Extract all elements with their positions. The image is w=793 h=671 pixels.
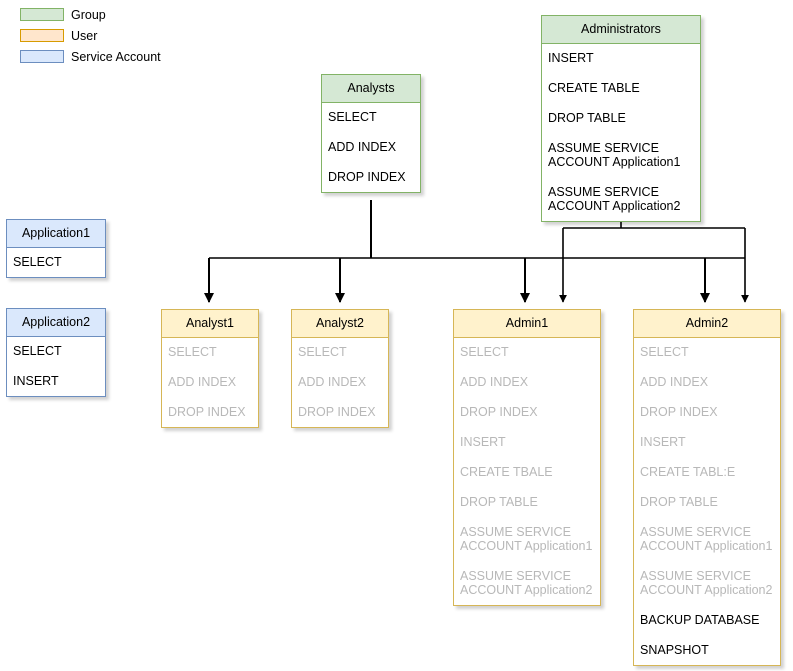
legend-label-service-account: Service Account	[71, 49, 161, 64]
permission-inherited: CREATE TBALE	[460, 465, 553, 479]
permission-direct: INSERT	[13, 374, 59, 388]
node-application1-title: Application1	[6, 219, 106, 248]
legend-label-group: Group	[71, 7, 106, 22]
permission-inherited: SELECT	[298, 345, 347, 359]
node-application1-permissions: SELECT	[6, 248, 106, 278]
permission-direct: SELECT	[13, 344, 62, 358]
permission-direct: SELECT	[13, 255, 62, 269]
permission-inherited: ASSUME SERVICE ACCOUNT Application1	[460, 525, 593, 553]
permission-direct: BACKUP DATABASE	[640, 613, 760, 627]
node-analyst1[interactable]: Analyst1 SELECT ADD INDEX DROP INDEX	[161, 309, 259, 428]
permission-direct: ASSUME SERVICE ACCOUNT Application1	[548, 141, 681, 169]
legend-swatch-group-icon	[20, 8, 64, 21]
permission-inherited: ASSUME SERVICE ACCOUNT Application2	[460, 569, 593, 597]
permission-direct: DROP INDEX	[328, 170, 406, 184]
node-admin2[interactable]: Admin2 SELECT ADD INDEX DROP INDEX INSERT CR…	[633, 309, 781, 666]
permission-inherited: INSERT	[640, 435, 686, 449]
permission-inherited: DROP TABLE	[640, 495, 718, 509]
node-admin1-permissions: SELECT ADD INDEX DROP INDEX INSERT CREATE TB…	[453, 338, 601, 606]
permission-direct: CREATE TABLE	[548, 81, 640, 95]
node-analyst2-permissions: SELECT ADD INDEX DROP INDEX	[291, 338, 389, 428]
legend-swatch-user-icon	[20, 29, 64, 42]
permission-inherited: SELECT	[460, 345, 509, 359]
node-analysts-permissions: SELECT ADD INDEX DROP INDEX	[321, 103, 421, 193]
permission-inherited: DROP INDEX	[168, 405, 246, 419]
permission-inherited: SELECT	[168, 345, 217, 359]
permission-direct: SNAPSHOT	[640, 643, 709, 657]
permission-inherited: INSERT	[460, 435, 506, 449]
legend: Group User Service Account	[20, 4, 220, 67]
legend-item-service-account: Service Account	[20, 46, 220, 67]
node-application2-title: Application2	[6, 308, 106, 337]
node-analysts[interactable]: Analysts SELECT ADD INDEX DROP INDEX	[321, 74, 421, 193]
node-analyst2-title: Analyst2	[291, 309, 389, 338]
node-application2-permissions: SELECT INSERT	[6, 337, 106, 397]
node-admin1-title: Admin1	[453, 309, 601, 338]
permission-direct: ASSUME SERVICE ACCOUNT Application2	[548, 185, 681, 213]
permission-inherited: ADD INDEX	[640, 375, 709, 389]
permission-inherited: ADD INDEX	[460, 375, 529, 389]
node-administrators-permissions: INSERT CREATE TABLE DROP TABLE ASSUME SERVI…	[541, 44, 701, 222]
permission-inherited: ADD INDEX	[168, 375, 237, 389]
legend-item-group: Group	[20, 4, 220, 25]
legend-item-user: User	[20, 25, 220, 46]
permission-inherited: ASSUME SERVICE ACCOUNT Application2	[640, 569, 773, 597]
permission-direct: SELECT	[328, 110, 377, 124]
permission-direct: DROP TABLE	[548, 111, 626, 125]
edge-group-administrators	[559, 222, 749, 303]
permission-inherited: ASSUME SERVICE ACCOUNT Application1	[640, 525, 773, 553]
node-analyst2[interactable]: Analyst2 SELECT ADD INDEX DROP INDEX	[291, 309, 389, 428]
permission-inherited: ADD INDEX	[298, 375, 367, 389]
node-application2[interactable]: Application2 SELECT INSERT	[6, 308, 106, 397]
node-administrators[interactable]: Administrators INSERT CREATE TABLE DROP TA…	[541, 15, 701, 222]
permission-direct: ADD INDEX	[328, 140, 397, 154]
permission-inherited: DROP INDEX	[298, 405, 376, 419]
permission-inherited: DROP TABLE	[460, 495, 538, 509]
permission-inherited: DROP INDEX	[640, 405, 718, 419]
permission-direct: INSERT	[548, 51, 594, 65]
node-analysts-title: Analysts	[321, 74, 421, 103]
permission-inherited: DROP INDEX	[460, 405, 538, 419]
node-admin1[interactable]: Admin1 SELECT ADD INDEX DROP INDEX INSERT CR…	[453, 309, 601, 606]
permission-inherited: SELECT	[640, 345, 689, 359]
node-administrators-title: Administrators	[541, 15, 701, 44]
legend-label-user: User	[71, 28, 98, 43]
node-analyst1-permissions: SELECT ADD INDEX DROP INDEX	[161, 338, 259, 428]
legend-swatch-service-account-icon	[20, 50, 64, 63]
node-application1[interactable]: Application1 SELECT	[6, 219, 106, 278]
node-admin2-permissions: SELECT ADD INDEX DROP INDEX INSERT CREATE TA…	[633, 338, 781, 666]
node-admin2-title: Admin2	[633, 309, 781, 338]
node-analyst1-title: Analyst1	[161, 309, 259, 338]
permission-inherited: CREATE TABL:E	[640, 465, 736, 479]
